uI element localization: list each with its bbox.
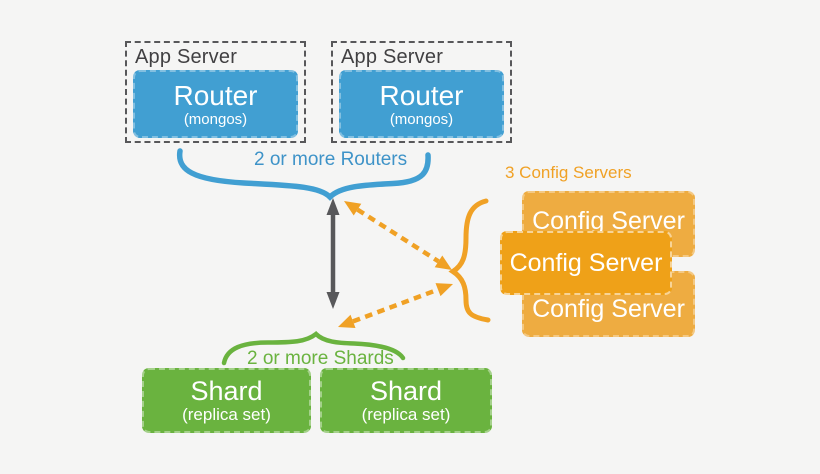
routers-shards-arrow bbox=[326, 198, 340, 309]
router-subtitle: (mongos) bbox=[389, 110, 454, 128]
config-servers-group-label: 3 Config Servers bbox=[505, 163, 632, 182]
shards-group-label: 2 or more Shards bbox=[247, 348, 394, 369]
routers-config-arrow bbox=[344, 201, 452, 270]
router-title: Router bbox=[173, 79, 258, 111]
config-server-title: Config Server bbox=[509, 248, 663, 277]
shard-box-1: Shard (replica set) bbox=[142, 368, 311, 433]
config-server-box-2: Config Server bbox=[500, 231, 672, 295]
shard-title: Shard bbox=[190, 376, 263, 406]
router-title: Router bbox=[379, 79, 464, 111]
shard-title: Shard bbox=[369, 376, 443, 406]
shard-box-2: Shard (replica set) bbox=[320, 368, 492, 433]
app-server-label: App Server bbox=[341, 46, 444, 68]
routers-group-label: 2 or more Routers bbox=[254, 149, 408, 170]
config-server-title: Config Server bbox=[532, 295, 685, 323]
app-server-label: App Server bbox=[135, 46, 238, 68]
router-subtitle: (mongos) bbox=[183, 110, 248, 128]
shards-config-arrow bbox=[338, 283, 453, 328]
shard-subtitle: (replica set) bbox=[361, 405, 451, 424]
router-box-2: Router (mongos) bbox=[339, 70, 504, 138]
config-brace bbox=[448, 198, 491, 323]
app-server-box-1: App Server bbox=[125, 41, 306, 143]
config-server-title: Config Server bbox=[532, 207, 685, 235]
router-box-1: Router (mongos) bbox=[133, 70, 298, 138]
app-server-box-2: App Server bbox=[331, 41, 512, 143]
shard-subtitle: (replica set) bbox=[182, 405, 271, 424]
